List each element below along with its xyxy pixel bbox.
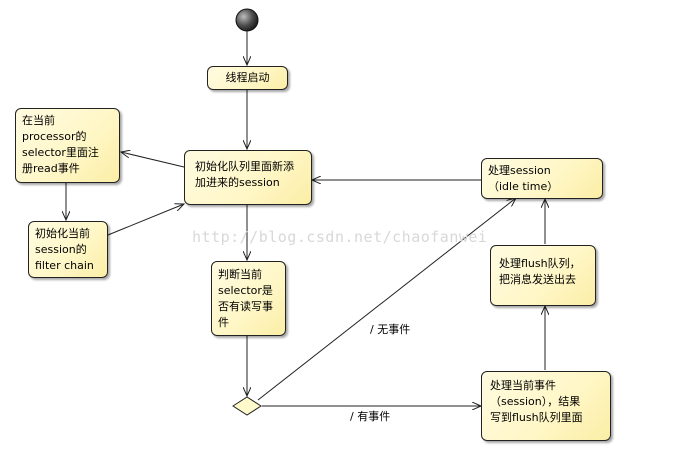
decision-node [232, 396, 262, 416]
start-node [235, 8, 259, 32]
edge-filter-to-init [107, 204, 184, 236]
node-check-selector: 判断当前 selector是 否有读写事件 [211, 261, 286, 336]
edge-label-has-event: / 有事件 [350, 410, 391, 423]
node-thread-start: 线程启动 [207, 66, 288, 90]
node-init-filter: 初始化当前 session的 filter chain [28, 221, 108, 278]
node-process-idle: 处理session （idle time） [481, 158, 603, 199]
edge-init-to-register [121, 152, 185, 168]
node-process-events: 处理当前事件 （session），结果 写到flush队列里面 [481, 371, 611, 441]
watermark-text: http://blog.csdn.net/chaofanwei [192, 228, 488, 246]
node-process-flush: 处理flush队列， 把消息发送出去 [490, 245, 596, 306]
edge-label-no-event: / 无事件 [370, 323, 411, 336]
edge-decision-no-event [257, 198, 516, 401]
node-init-queue: 初始化队列里面新添 加进来的session [184, 150, 312, 205]
node-register-read: 在当前 processor的 selector里面注 册read事件 [15, 108, 120, 183]
